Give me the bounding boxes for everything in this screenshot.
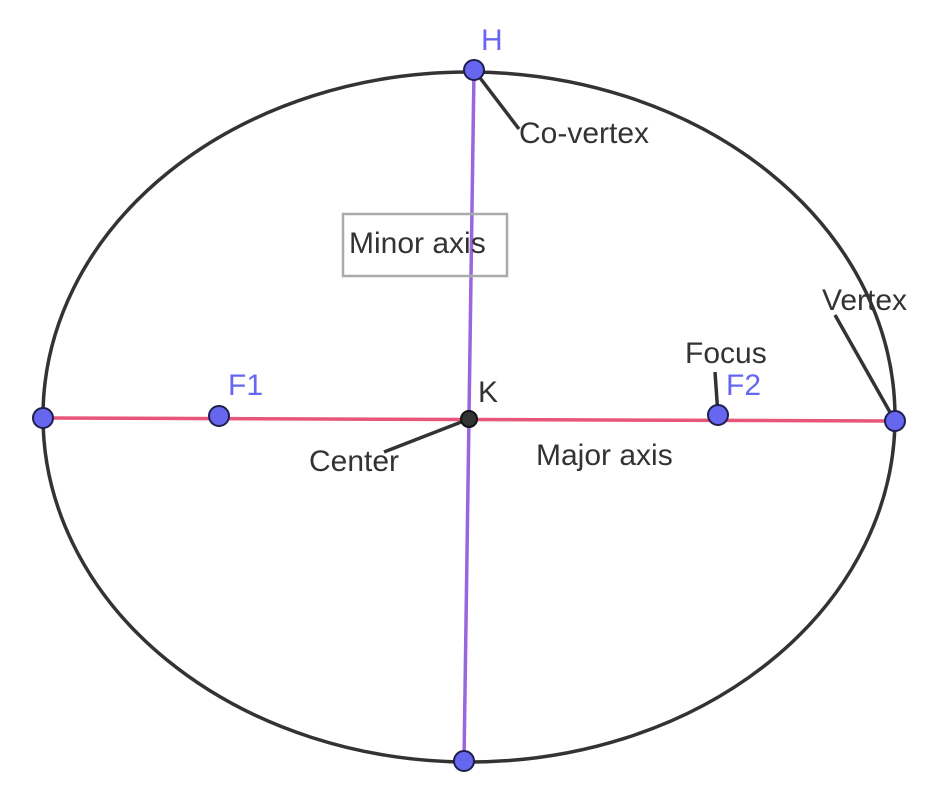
point-k-center[interactable] bbox=[460, 410, 478, 428]
label-center: Center bbox=[309, 445, 399, 478]
point-right-vertex[interactable] bbox=[884, 410, 906, 432]
point-f2[interactable] bbox=[707, 404, 729, 426]
minor-axis-box bbox=[341, 212, 509, 278]
label-k: K bbox=[478, 376, 498, 409]
point-f1[interactable] bbox=[208, 405, 230, 427]
label-focus: Focus bbox=[685, 337, 767, 370]
center-leader bbox=[383, 417, 470, 454]
label-co-vertex: Co-vertex bbox=[519, 117, 649, 150]
vertex-leader bbox=[833, 314, 897, 422]
label-f1: F1 bbox=[228, 369, 263, 402]
co-vertex-leader bbox=[472, 68, 521, 131]
point-h[interactable] bbox=[463, 59, 485, 81]
label-vertex: Vertex bbox=[822, 284, 907, 317]
label-h: H bbox=[481, 24, 503, 57]
point-bottom-co-vertex[interactable] bbox=[453, 750, 475, 772]
label-f2: F2 bbox=[726, 369, 761, 402]
label-major-axis: Major axis bbox=[536, 439, 673, 472]
label-minor-axis: Minor axis bbox=[349, 227, 486, 260]
point-left-vertex[interactable] bbox=[32, 407, 54, 429]
